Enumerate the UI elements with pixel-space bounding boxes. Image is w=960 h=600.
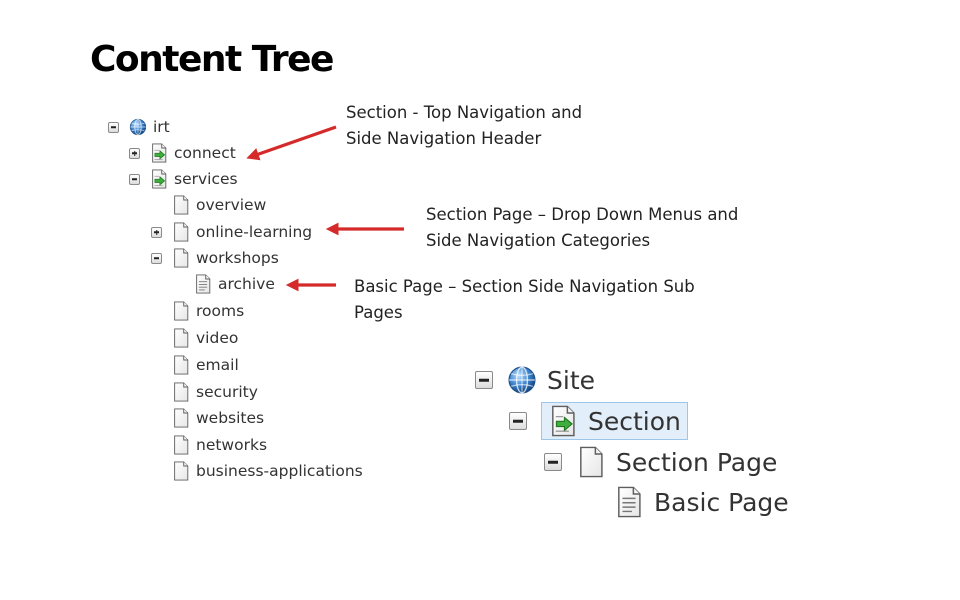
expand-toggle-icon[interactable] — [151, 226, 162, 238]
tree-node-email[interactable]: email — [172, 353, 239, 377]
legend-node-label: Section — [588, 406, 681, 436]
tree-node-label: email — [196, 356, 239, 374]
collapse-toggle-icon[interactable] — [129, 173, 140, 185]
tree-node-label: archive — [218, 275, 275, 293]
globe-icon — [507, 364, 537, 396]
section-icon — [150, 169, 168, 189]
basic-page-icon — [194, 274, 212, 294]
annotation-line: Basic Page – Section Side Navigation Sub — [354, 277, 695, 296]
page-icon — [172, 248, 190, 268]
tree-node-label: connect — [174, 144, 236, 162]
legend-node-label: Section Page — [616, 447, 778, 477]
page-icon — [172, 435, 190, 455]
collapse-toggle-icon[interactable] — [544, 453, 562, 471]
basic-page-icon — [614, 486, 644, 518]
annotation-line: Pages — [354, 303, 403, 322]
annotation-basic-page: Basic Page – Section Side Navigation Sub… — [354, 274, 695, 326]
page-title: Content Tree — [90, 39, 334, 80]
legend-node-site[interactable]: Site — [475, 360, 595, 400]
page-icon — [172, 355, 190, 375]
annotation-line: Section Page – Drop Down Menus and — [426, 205, 739, 224]
tree-node-networks[interactable]: networks — [172, 433, 267, 457]
tree-node-label: irt — [153, 118, 170, 136]
tree-node-label: video — [196, 329, 239, 347]
tree-node-label: overview — [196, 196, 267, 214]
collapse-toggle-icon[interactable] — [475, 371, 493, 389]
legend-node-section-page[interactable]: Section Page — [544, 442, 777, 482]
tree-node-label: services — [174, 170, 238, 188]
collapse-toggle-icon[interactable] — [108, 121, 119, 133]
page-icon — [172, 301, 190, 321]
section-icon — [548, 405, 578, 437]
legend-node-label: Basic Page — [654, 487, 789, 517]
legend-node-label: Site — [547, 365, 595, 395]
legend-node-basic-page[interactable]: Basic Page — [614, 482, 789, 522]
tree-node-overview[interactable]: overview — [172, 193, 266, 217]
annotation-section: Section - Top Navigation and Side Naviga… — [346, 100, 582, 152]
tree-node-label: websites — [196, 409, 265, 427]
legend-node-section[interactable]: Section — [509, 401, 688, 441]
tree-node-label: rooms — [196, 302, 245, 320]
tree-node-archive[interactable]: archive — [194, 272, 275, 296]
tree-node-label: networks — [196, 436, 268, 454]
tree-node-label: security — [196, 383, 258, 401]
annotation-line: Side Navigation Header — [346, 129, 542, 148]
tree-node-label: online-learning — [196, 223, 313, 241]
tree-node-label: workshops — [196, 249, 279, 267]
tree-node-websites[interactable]: websites — [172, 406, 264, 430]
arrow-to-section — [246, 125, 337, 161]
tree-node-business-applications[interactable]: business-applications — [172, 459, 363, 483]
page-icon — [172, 461, 190, 481]
page-icon — [172, 328, 190, 348]
collapse-toggle-icon[interactable] — [151, 252, 162, 264]
tree-node-services[interactable]: services — [129, 167, 238, 191]
collapse-toggle-icon[interactable] — [509, 412, 527, 430]
expand-toggle-icon[interactable] — [129, 147, 140, 159]
page-icon — [172, 222, 190, 242]
tree-node-security[interactable]: security — [172, 380, 258, 404]
page-icon — [172, 408, 190, 428]
page-icon — [172, 382, 190, 402]
tree-node-video[interactable]: video — [172, 326, 238, 350]
page-icon — [172, 195, 190, 215]
tree-node-rooms[interactable]: rooms — [172, 299, 244, 323]
globe-icon — [129, 117, 147, 137]
page-icon — [576, 446, 606, 478]
tree-node-online-learning[interactable]: online-learning — [151, 220, 312, 244]
annotation-line: Section - Top Navigation and — [346, 103, 583, 122]
section-icon — [150, 143, 168, 163]
annotation-section-page: Section Page – Drop Down Menus and Side … — [426, 202, 738, 254]
tree-node-workshops[interactable]: workshops — [151, 246, 279, 270]
annotation-line: Side Navigation Categories — [426, 231, 651, 250]
tree-node-label: business-applications — [196, 462, 363, 480]
tree-node-connect[interactable]: connect — [129, 141, 236, 165]
selected-node-highlight[interactable]: Section — [541, 402, 688, 440]
tree-node-irt[interactable]: irt — [108, 115, 170, 139]
